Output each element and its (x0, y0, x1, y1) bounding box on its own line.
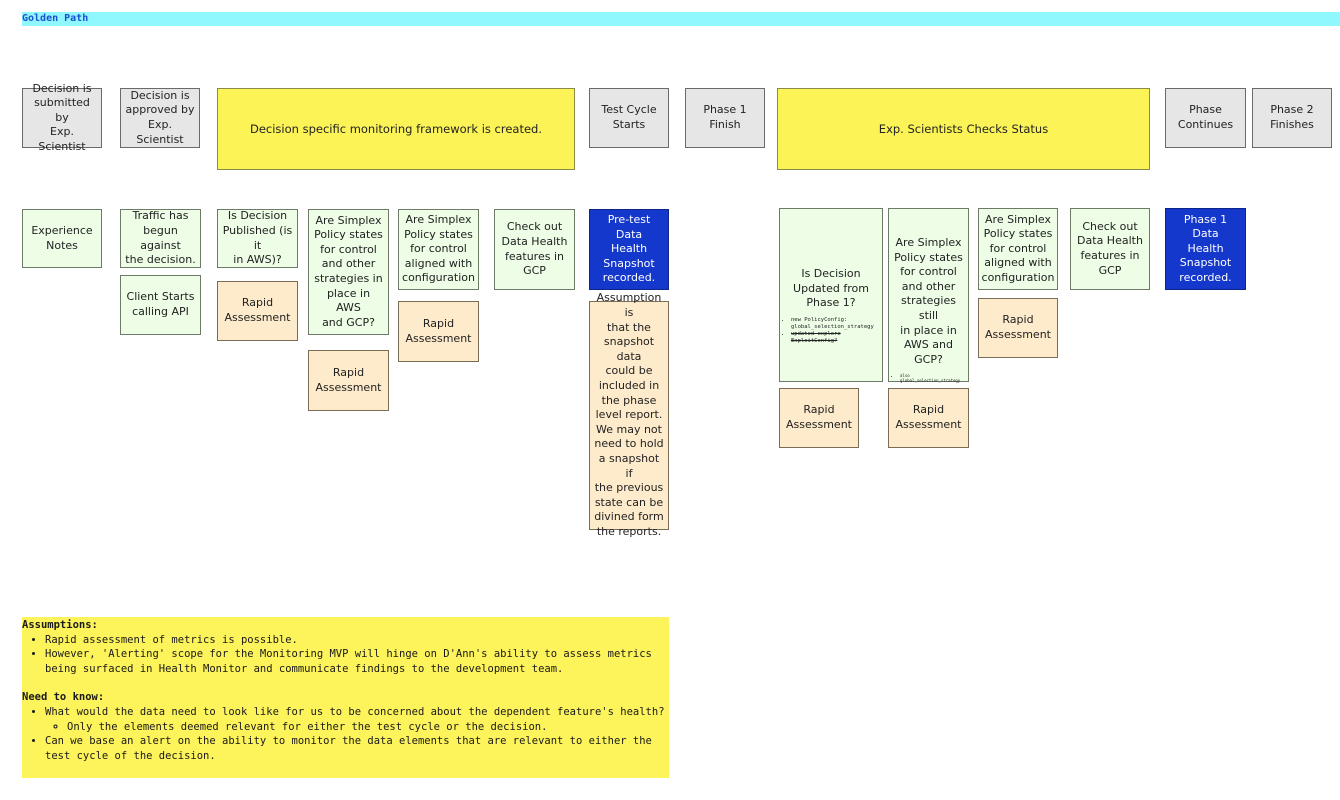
sticky-assumption-snapshot[interactable]: Assumption is that the snapshot data cou… (589, 291, 669, 538)
note-policy-config: new PolicyConfig: global_selection_strat… (791, 317, 878, 331)
sticky-traffic-begun[interactable]: Traffic has begun against the decision. (120, 209, 201, 268)
sticky-rapid-assessment-2[interactable]: Rapid Assessment (308, 350, 389, 411)
step-framework-created[interactable]: Decision specific monitoring framework i… (217, 88, 575, 170)
banner-title: Golden Path (22, 13, 89, 24)
decision-updated-notes: new PolicyConfig: global_selection_strat… (784, 317, 878, 345)
step-submitted[interactable]: Decision is submitted by Exp. Scientist (22, 82, 102, 153)
sticky-check-health-2[interactable]: Check out Data Health features in GCP (1070, 208, 1150, 290)
sticky-pretest-snapshot[interactable]: Pre-test Data Health Snapshot recorded. (589, 209, 669, 290)
decision-updated-title: Is Decision Updated from Phase 1? (793, 267, 869, 310)
sticky-client-starts[interactable]: Client Starts calling API (120, 275, 201, 335)
sticky-phase1-snapshot[interactable]: Phase 1 Data Health Snapshot recorded. (1165, 208, 1246, 290)
need-item-text: What would the data need to look like fo… (45, 705, 665, 718)
sticky-rapid-assessment-4[interactable]: Rapid Assessment (779, 388, 859, 448)
step-approved[interactable]: Decision is approved by Exp. Scientist (120, 88, 200, 148)
sticky-simplex-states-2[interactable]: Are Simplex Policy states for control an… (888, 208, 969, 383)
assumption-item: Rapid assessment of metrics is possible. (45, 633, 669, 648)
need-item: What would the data need to look like fo… (45, 705, 669, 734)
sticky-simplex-states-1[interactable]: Are Simplex Policy states for control an… (308, 209, 389, 335)
sticky-rapid-assessment-6[interactable]: Rapid Assessment (978, 298, 1058, 358)
note-also-global: also global_selection_strategy (900, 373, 964, 383)
step-phase2-finishes[interactable]: Phase 2 Finishes (1252, 88, 1332, 148)
sticky-rapid-assessment-3[interactable]: Rapid Assessment (398, 301, 479, 362)
assumption-item: However, 'Alerting' scope for the Monito… (45, 647, 669, 676)
step-test-cycle-starts[interactable]: Test Cycle Starts (589, 88, 669, 148)
step-phase-continues[interactable]: Phase Continues (1165, 88, 1246, 148)
sticky-simplex-aligned-2[interactable]: Are Simplex Policy states for control al… (978, 208, 1058, 290)
sticky-rapid-assessment-1[interactable]: Rapid Assessment (217, 281, 298, 341)
note-explore-config: updated explore ExploitConfig? (791, 331, 878, 345)
sticky-decision-updated[interactable]: Is Decision Updated from Phase 1? new Po… (779, 208, 883, 382)
sticky-decision-published[interactable]: Is Decision Published (is it in AWS)? (217, 209, 298, 268)
need-subitem: Only the elements deemed relevant for ei… (67, 720, 669, 735)
sticky-check-health-1[interactable]: Check out Data Health features in GCP (494, 209, 575, 290)
sticky-experience-notes[interactable]: Experience Notes (22, 209, 102, 268)
step-checks-status[interactable]: Exp. Scientists Checks Status (777, 88, 1150, 170)
need-item: Can we base an alert on the ability to m… (45, 734, 669, 763)
golden-path-banner: Golden Path (22, 12, 1340, 26)
step-phase1-finish[interactable]: Phase 1 Finish (685, 88, 765, 148)
simplex-states-2-title: Are Simplex Policy states for control an… (894, 236, 963, 366)
assumptions-heading: Assumptions: (22, 619, 98, 631)
need-to-know-heading: Need to know: (22, 691, 105, 704)
sticky-simplex-aligned-1[interactable]: Are Simplex Policy states for control al… (398, 209, 479, 290)
assumptions-notes[interactable]: Assumptions: Rapid assessment of metrics… (22, 617, 669, 778)
sticky-rapid-assessment-5[interactable]: Rapid Assessment (888, 388, 969, 448)
simplex-states-2-note: also global_selection_strategy (893, 373, 964, 383)
